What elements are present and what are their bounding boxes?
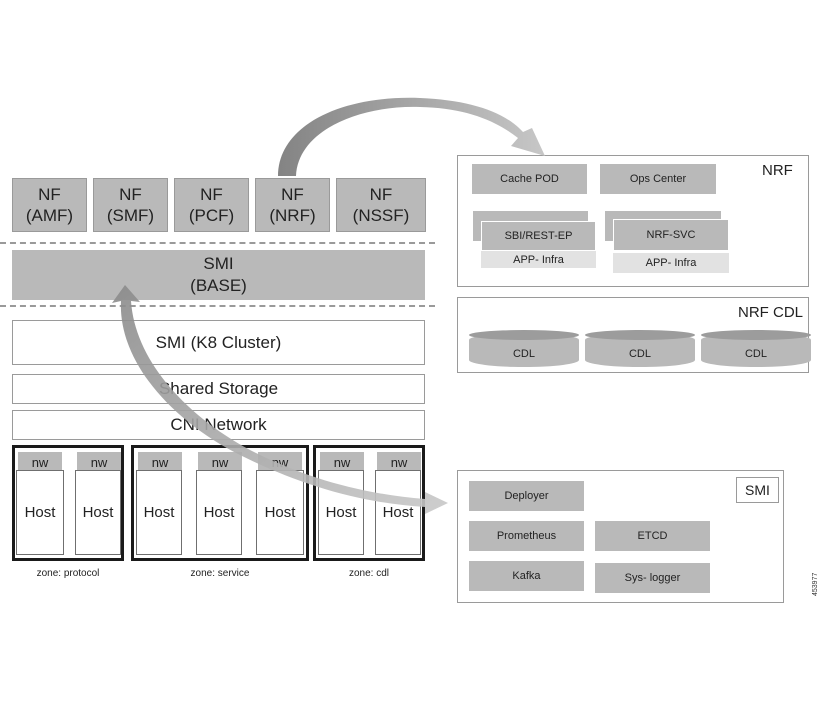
prometheus-box: Prometheus [469, 521, 584, 551]
zone-service [131, 445, 309, 561]
host-box: Host [75, 470, 121, 555]
smi-base-layer: SMI (BASE) [12, 250, 425, 300]
smi-k8-cluster-layer: SMI (K8 Cluster) [12, 320, 425, 365]
nrf-cdl-panel-title: NRF CDL [738, 304, 804, 321]
nw-badge: nw [198, 452, 242, 472]
dashed-separator-bottom [0, 305, 435, 307]
host-box: Host [196, 470, 242, 555]
cdl-cylinder-top [701, 330, 811, 340]
host-box: Host [16, 470, 64, 555]
nrf-curved-arrow [278, 97, 545, 176]
cache-pod-box: Cache POD [472, 164, 587, 194]
nf-nrf-box: NF (NRF) [255, 178, 330, 232]
smi-curved-arrow [112, 285, 448, 514]
figure-code: 453977 [812, 572, 819, 596]
nf-smf-box: NF (SMF) [93, 178, 168, 232]
cdl-cylinder-top [585, 330, 695, 340]
ops-center-box: Ops Center [600, 164, 716, 194]
zone-protocol-label: zone: protocol [36, 567, 100, 579]
nw-badge: nw [138, 452, 182, 472]
nf-pcf-box: NF (PCF) [174, 178, 249, 232]
sys-logger-box: Sys- logger [595, 563, 710, 593]
nrf-svc-box: NRF-SVC [613, 219, 729, 251]
nrf-panel-title: NRF [762, 162, 793, 179]
nw-badge: nw [320, 452, 364, 472]
zone-service-label: zone: service [190, 567, 250, 579]
app-infra-box-1: APP- Infra [481, 251, 596, 268]
nf-nssf-box: NF (NSSF) [336, 178, 426, 232]
nw-badge: nw [77, 452, 121, 472]
zone-protocol [12, 445, 124, 561]
host-box: Host [136, 470, 182, 555]
kafka-box: Kafka [469, 561, 584, 591]
app-infra-box-2: APP- Infra [613, 253, 729, 273]
host-box: Host [375, 470, 421, 555]
deployer-box: Deployer [469, 481, 584, 511]
nw-badge: nw [18, 452, 62, 472]
nf-amf-box: NF (AMF) [12, 178, 87, 232]
cdl-cylinder-top [469, 330, 579, 340]
shared-storage-layer: Shared Storage [12, 374, 425, 404]
dashed-separator-top [0, 242, 435, 244]
nw-badge: nw [377, 452, 421, 472]
zone-cdl-label: zone: cdl [348, 567, 390, 579]
smi-panel-title: SMI [736, 477, 779, 503]
sbi-rest-ep-box: SBI/REST-EP [481, 221, 596, 251]
etcd-box: ETCD [595, 521, 710, 551]
